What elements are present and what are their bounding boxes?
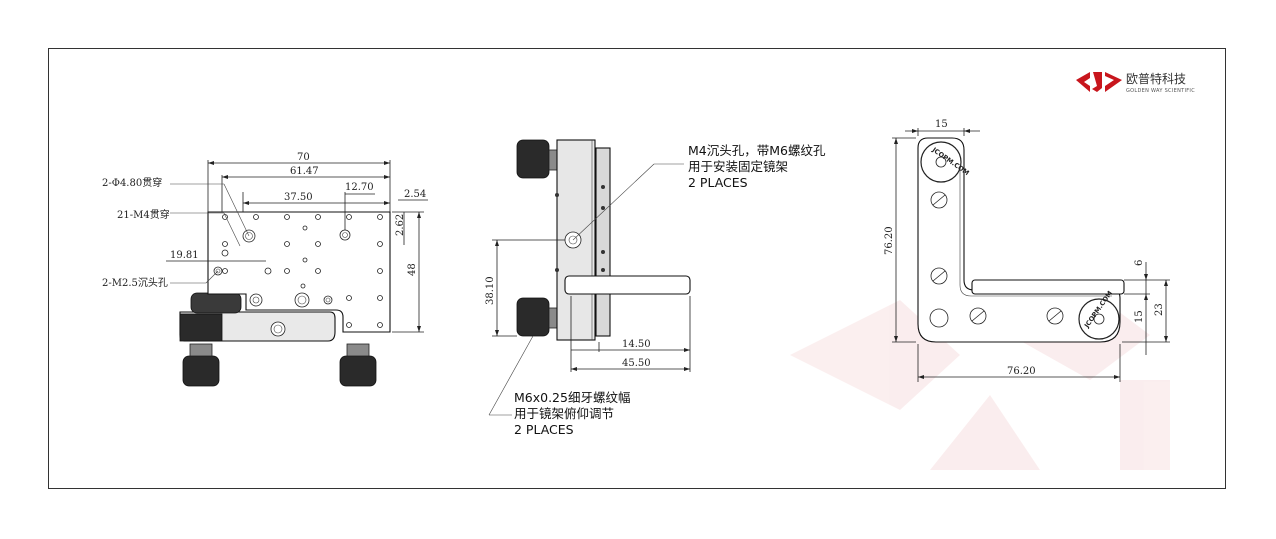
front-knob-right: [339, 355, 377, 387]
callout-through-holes: 2-Φ4.80贯穿: [102, 176, 162, 189]
front-large-hole-1: [249, 293, 263, 307]
callout-m4-through: 21-M4贯穿: [117, 208, 170, 221]
front-dim-2-62: 2.62: [395, 214, 406, 236]
top-dim-15-width: 15: [935, 119, 948, 130]
side-dim-14-50: 14.50: [622, 339, 651, 350]
side-knob-bottom: [516, 297, 550, 337]
side-mirror-plate: [595, 147, 611, 337]
front-gear: [190, 292, 242, 314]
top-mount-hole: [929, 308, 949, 328]
top-dim-23: 23: [1154, 303, 1165, 316]
logo-mark-left: [1076, 72, 1090, 92]
front-dim-2-54: 2.54: [404, 189, 426, 200]
front-knob-neck-left: [189, 343, 213, 357]
side-note-top-line1: M4沉头孔，带M6螺纹孔: [688, 143, 826, 158]
top-dim-76-20-width: 76.20: [1007, 366, 1036, 377]
logo-mark-right: [1105, 72, 1122, 92]
front-dim-19-81: 19.81: [170, 250, 199, 261]
side-dim-38-10: 38.10: [485, 276, 496, 305]
front-dim-37-50: 37.50: [284, 192, 313, 203]
front-knob-neck-right: [346, 343, 370, 357]
front-dim-70: 70: [297, 152, 310, 163]
top-dim-76-20-height: 76.20: [884, 226, 895, 255]
side-note-bottom-line3: 2 PLACES: [514, 422, 574, 437]
top-view: JCOPM.COM JCOPM.COM: [884, 119, 1170, 382]
front-dim-12-70: 12.70: [345, 182, 374, 193]
logo-name-en: GOLDEN WAY SCIENTIFIC: [1126, 88, 1195, 94]
callout-m2-5-counterbore: 2-M2.5沉头孔: [102, 276, 168, 289]
top-rail: [971, 279, 1125, 295]
drawing-border: [48, 48, 1226, 489]
side-knob-top: [516, 139, 550, 179]
logo-name-cn: 欧普特科技: [1126, 71, 1186, 86]
front-view: 70 61.47 37.50 12.70 2.54 2.62 48 19.81 …: [102, 152, 428, 387]
side-hole-markers: [555, 185, 605, 272]
front-knob-left: [182, 355, 220, 387]
top-dim-15-height: 15: [1134, 310, 1145, 323]
top-dimensions: [892, 128, 1170, 382]
side-note-bottom-line2: 用于镜架俯仰调节: [514, 406, 614, 421]
side-note-top-line2: 用于安装固定镜架: [688, 159, 788, 174]
front-large-hole-2: [294, 292, 310, 308]
front-base-hole: [270, 321, 286, 337]
side-dim-45-50: 45.50: [622, 358, 651, 369]
side-base-plate: [564, 275, 691, 295]
top-adjuster-screws: [930, 191, 1064, 325]
front-counterbore-2: [221, 249, 229, 257]
side-note-top-line3: 2 PLACES: [688, 175, 748, 190]
front-dim-61-47: 61.47: [290, 166, 319, 177]
front-thru-hole-2: [339, 229, 351, 241]
front-base-dark-strip: [179, 313, 223, 342]
front-dim-48: 48: [407, 263, 418, 276]
side-dimensions: [488, 163, 691, 416]
front-hole-pattern: [222, 214, 383, 328]
company-logo: 欧普特科技 GOLDEN WAY SCIENTIFIC: [1076, 71, 1195, 94]
logo-mark-middle: [1092, 72, 1102, 92]
side-note-bottom-line1: M6x0.25细牙螺纹幅: [514, 390, 630, 405]
top-dim-6: 6: [1134, 260, 1145, 266]
side-view: 38.10 14.50 45.50 M4沉头孔，带M6螺纹孔 用于安装固定镜架 …: [485, 139, 826, 437]
front-dimensions: [166, 160, 428, 333]
